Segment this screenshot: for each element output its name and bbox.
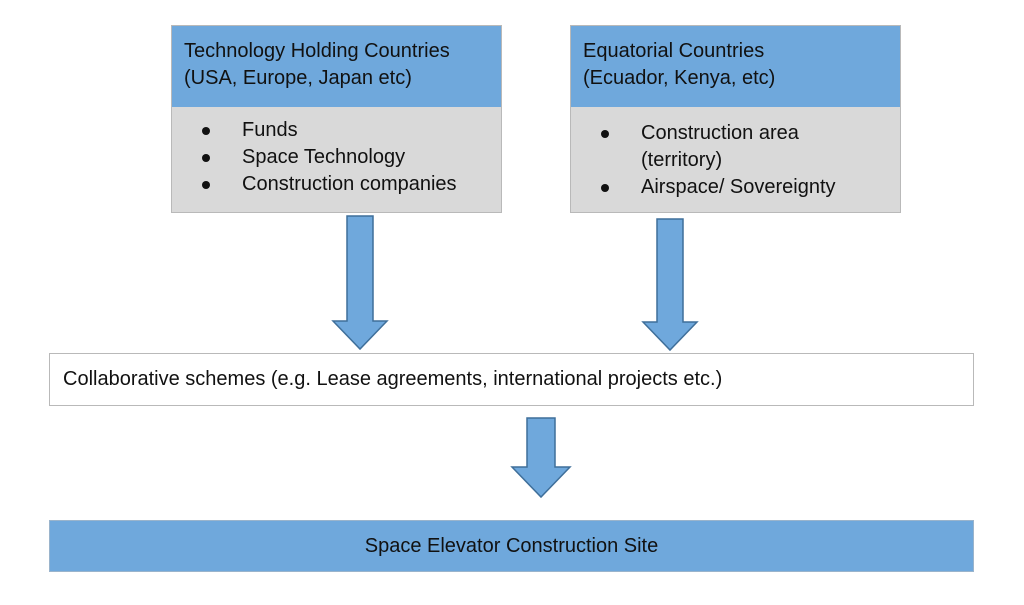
- list-item-funds: Funds: [172, 117, 501, 144]
- list-item-construction-companies: Construction companies: [172, 171, 501, 198]
- technology-holding-countries-body: Funds Space Technology Construction comp…: [172, 107, 501, 212]
- technology-holding-countries-title: Technology Holding Countries: [184, 40, 450, 62]
- technology-holding-countries-subtitle: (USA, Europe, Japan etc): [184, 67, 412, 89]
- technology-holding-countries-list: Funds Space Technology Construction comp…: [172, 117, 501, 198]
- down-arrow-right-shape: [641, 218, 699, 352]
- list-item-construction-area: Construction area: [571, 120, 900, 147]
- down-arrow-center: [510, 417, 572, 499]
- collaborative-schemes-box: Collaborative schemes (e.g. Lease agreem…: [49, 353, 974, 406]
- down-arrow-right: [641, 218, 699, 352]
- equatorial-countries-body: Construction area (territory) Airspace/ …: [571, 107, 900, 212]
- list-item-territory: (territory): [571, 147, 900, 174]
- equatorial-countries-list: Construction area (territory) Airspace/ …: [571, 120, 900, 201]
- down-arrow-left-shape: [331, 215, 389, 351]
- collaborative-schemes-label: Collaborative schemes (e.g. Lease agreem…: [63, 368, 723, 390]
- technology-holding-countries-box: Technology Holding Countries (USA, Europ…: [171, 25, 502, 213]
- list-item-space-technology: Space Technology: [172, 144, 501, 171]
- technology-holding-countries-header: Technology Holding Countries (USA, Europ…: [172, 26, 501, 107]
- down-arrow-left: [331, 215, 389, 351]
- equatorial-countries-header: Equatorial Countries (Ecuador, Kenya, et…: [571, 26, 900, 107]
- list-item-territory-text: (territory): [641, 149, 723, 171]
- list-item-airspace-sovereignty: Airspace/ Sovereignty: [571, 174, 900, 201]
- space-elevator-construction-site-label: Space Elevator Construction Site: [364, 534, 659, 557]
- equatorial-countries-title: Equatorial Countries: [583, 40, 765, 62]
- equatorial-countries-box: Equatorial Countries (Ecuador, Kenya, et…: [570, 25, 901, 213]
- space-elevator-construction-site-box: Space Elevator Construction Site: [49, 520, 974, 572]
- down-arrow-center-shape: [510, 417, 572, 499]
- equatorial-countries-subtitle: (Ecuador, Kenya, etc): [583, 67, 776, 89]
